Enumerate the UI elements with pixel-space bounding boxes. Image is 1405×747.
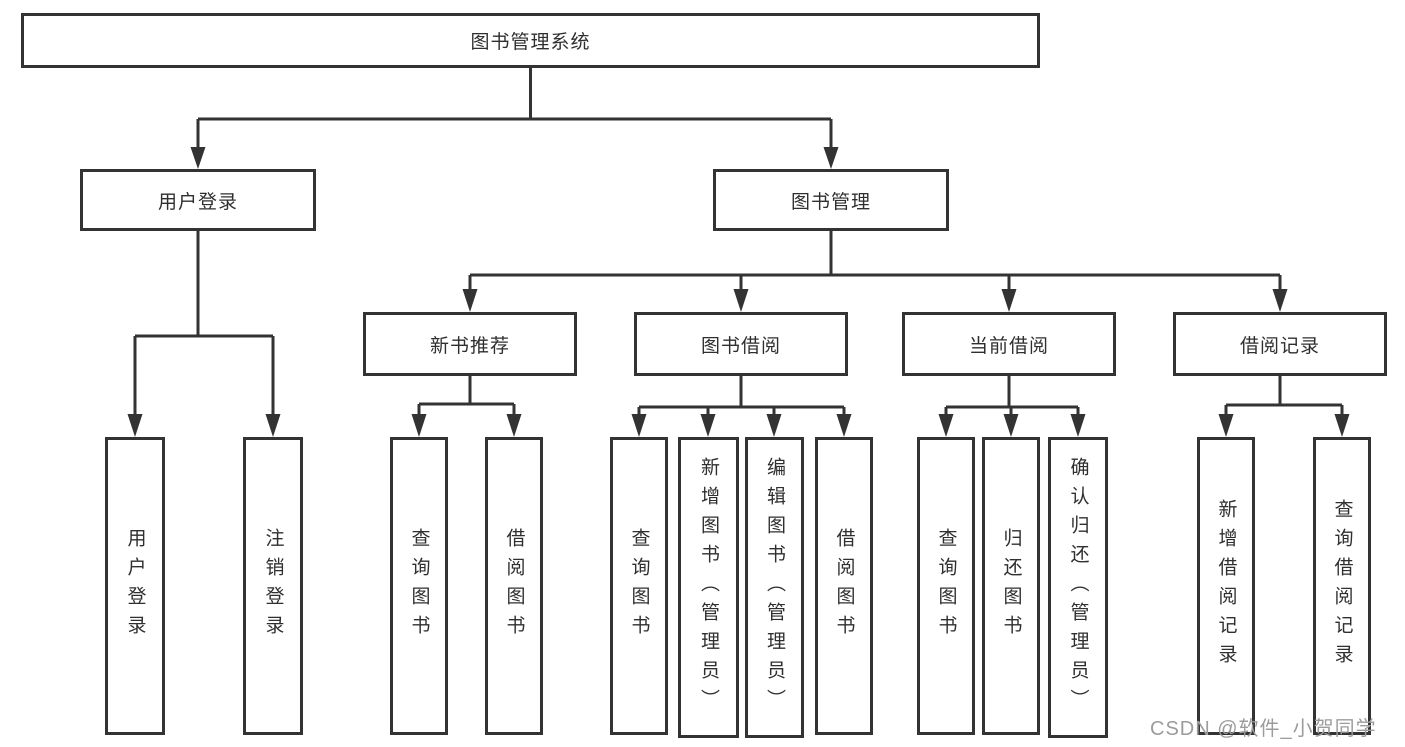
node-book-borrow-label: 图书借阅 [700, 335, 781, 357]
leaf-query-books-borrow: 查询图书 [610, 437, 668, 735]
connector-book-management-children [462, 231, 1288, 312]
node-current-borrow-label: 当前借阅 [968, 335, 1049, 357]
connector-book-borrow-children [631, 376, 852, 437]
leaf-return-books: 归还图书 [982, 437, 1040, 735]
node-book-borrow: 图书借阅 [634, 312, 848, 376]
leaf-confirm-return-admin: 确认归还（管理员） [1048, 437, 1108, 738]
leaf-borrow-books: 借阅图书 [815, 437, 873, 735]
node-user-login: 用户登录 [80, 169, 316, 231]
connector-user-login-children [127, 231, 281, 437]
connector-current-borrow-children [938, 376, 1086, 437]
connector-root-to-level2 [190, 68, 839, 169]
node-book-management: 图书管理 [713, 169, 949, 231]
node-user-login-label: 用户登录 [157, 191, 238, 213]
leaf-logout: 注销登录 [243, 437, 303, 735]
leaf-query-books-recommend: 查询图书 [390, 437, 448, 735]
leaf-add-borrow-record: 新增借阅记录 [1197, 437, 1255, 735]
leaf-borrow-books-recommend: 借阅图书 [485, 437, 543, 735]
leaf-add-books-admin: 新增图书（管理员） [678, 437, 739, 738]
node-borrow-records: 借阅记录 [1173, 312, 1387, 376]
leaf-query-books-current: 查询图书 [917, 437, 975, 735]
node-current-borrow: 当前借阅 [902, 312, 1116, 376]
node-borrow-records-label: 借阅记录 [1239, 335, 1320, 357]
node-root-library-system: 图书管理系统 [21, 13, 1040, 68]
csdn-watermark: CSDN @软件_小贺同学 [1150, 718, 1377, 740]
leaf-query-borrow-record: 查询借阅记录 [1313, 437, 1371, 735]
node-new-book-recommend: 新书推荐 [363, 312, 577, 376]
node-book-management-label: 图书管理 [790, 191, 871, 213]
node-new-book-recommend-label: 新书推荐 [429, 335, 510, 357]
connector-borrow-record-children [1218, 376, 1350, 437]
connector-new-book-children [411, 376, 522, 437]
leaf-user-login: 用户登录 [105, 437, 165, 735]
node-root-label: 图书管理系统 [470, 32, 591, 53]
leaf-edit-books-admin: 编辑图书（管理员） [745, 437, 804, 738]
